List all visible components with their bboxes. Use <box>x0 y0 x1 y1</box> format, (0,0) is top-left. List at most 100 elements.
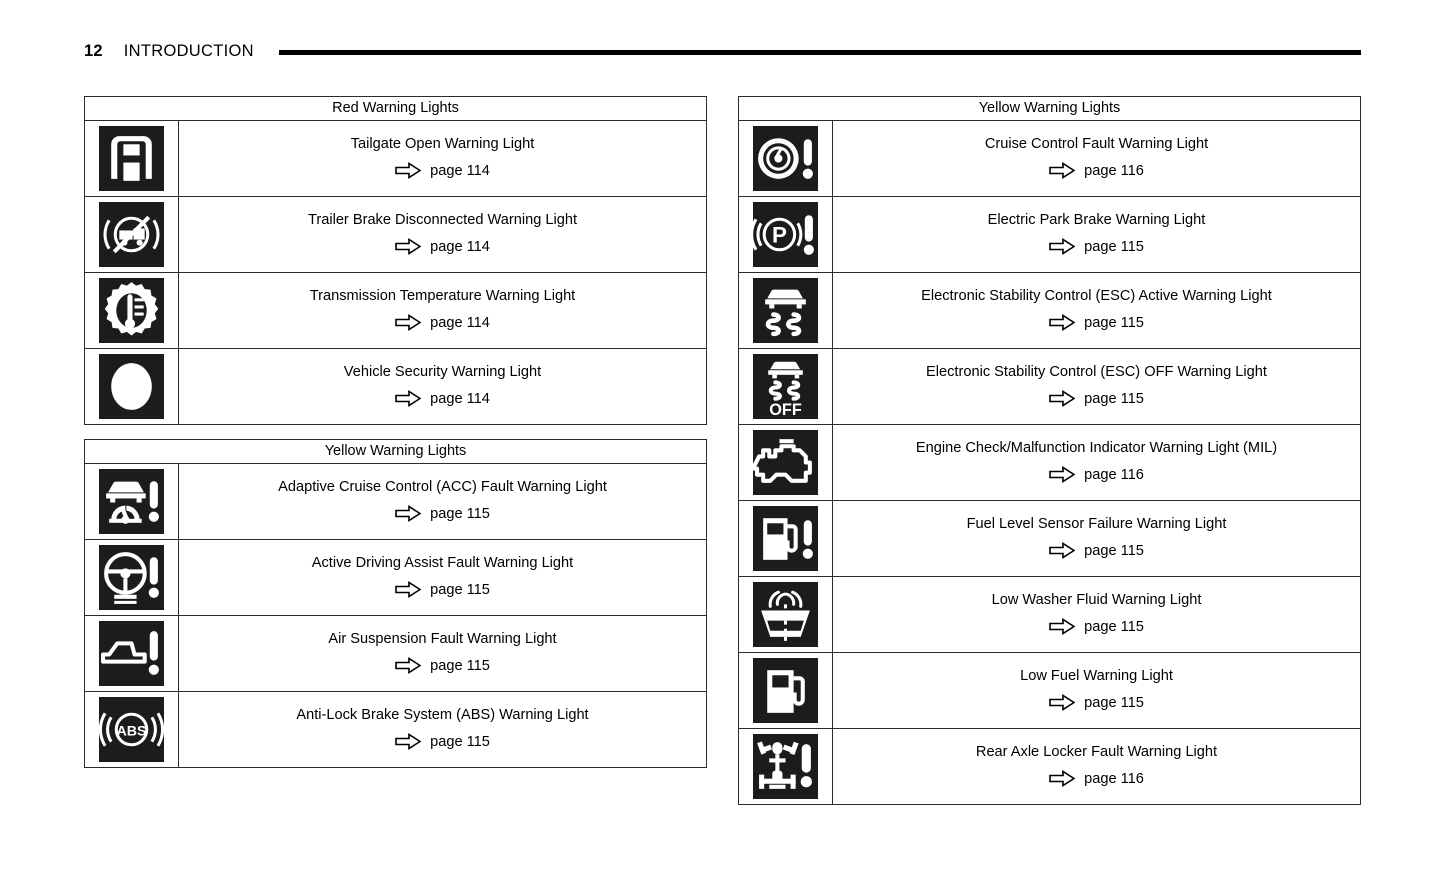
page-reference[interactable]: page 115 <box>841 618 1352 636</box>
right-arrow-outline-icon <box>395 238 422 256</box>
warning-light-description-cell: Vehicle Security Warning Light page 114 <box>179 349 707 425</box>
right-arrow-outline-icon <box>395 314 422 332</box>
warning-light-description-cell: Engine Check/Malfunction Indicator Warni… <box>833 425 1361 501</box>
warning-light-name: Cruise Control Fault Warning Light <box>984 135 1209 152</box>
page-reference-label: page 115 <box>1084 694 1144 711</box>
warning-light-name: Low Fuel Warning Light <box>1020 667 1173 684</box>
page-reference-label: page 115 <box>1084 390 1144 407</box>
warning-light-description-cell: Active Driving Assist Fault Warning Ligh… <box>179 540 707 616</box>
warning-light-name: Electronic Stability Control (ESC) Activ… <box>921 287 1272 304</box>
right-arrow-outline-icon <box>1049 314 1076 332</box>
warning-light-name: Trailer Brake Disconnected Warning Light <box>307 211 578 228</box>
page-reference-label: page 114 <box>430 390 490 407</box>
warning-light-name: Rear Axle Locker Fault Warning Light <box>975 743 1218 760</box>
page-reference-label: page 114 <box>430 314 490 331</box>
header-rule <box>278 50 1361 55</box>
page-reference[interactable]: page 115 <box>187 657 698 675</box>
svg-text:OFF: OFF <box>769 401 802 419</box>
page-reference[interactable]: page 115 <box>187 505 698 523</box>
right-arrow-outline-icon <box>1049 618 1076 636</box>
warning-light-icon-cell <box>739 424 833 501</box>
right-arrow-outline-icon <box>1049 542 1076 560</box>
svg-text:P: P <box>772 223 787 248</box>
page-reference[interactable]: page 115 <box>841 542 1352 560</box>
page-reference[interactable]: page 114 <box>187 238 698 256</box>
right-arrow-outline-icon <box>395 390 422 408</box>
electric-park-brake-icon: P <box>753 202 818 267</box>
warning-light-icon-cell <box>85 196 179 273</box>
table-caption: Yellow Warning Lights <box>739 97 1360 121</box>
tailgate-open-icon <box>99 126 164 191</box>
rear-axle-locker-fault-icon <box>753 734 818 799</box>
warning-light-icon-cell: P <box>739 196 833 273</box>
table-row: Vehicle Security Warning Light page 114 <box>85 348 707 425</box>
fuel-level-sensor-failure-icon <box>753 506 818 571</box>
warning-light-name: Engine Check/Malfunction Indicator Warni… <box>915 439 1278 456</box>
warning-light-description-cell: Air Suspension Fault Warning Light page 1… <box>179 616 707 692</box>
page-reference[interactable]: page 114 <box>187 314 698 332</box>
warning-light-icon-cell <box>85 348 179 424</box>
warning-light-name: Fuel Level Sensor Failure Warning Light <box>966 515 1227 532</box>
warning-light-description-cell: Electronic Stability Control (ESC) Activ… <box>833 273 1361 349</box>
table-row: Adaptive Cruise Control (ACC) Fault Warn… <box>85 464 706 540</box>
warning-light-icon-cell <box>739 728 833 804</box>
anti-lock-brake-system-icon: ABS <box>99 697 164 762</box>
warning-light-name: Anti-Lock Brake System (ABS) Warning Lig… <box>296 706 589 723</box>
page-reference[interactable]: page 115 <box>841 694 1352 712</box>
warning-light-icon-cell <box>739 121 833 197</box>
page-reference[interactable]: page 115 <box>841 238 1352 256</box>
esc-active-icon <box>753 278 818 343</box>
active-driving-assist-fault-icon <box>99 545 164 610</box>
right-arrow-outline-icon <box>395 581 422 599</box>
right-arrow-outline-icon <box>1049 238 1076 256</box>
page-reference-label: page 116 <box>1084 770 1144 787</box>
page-reference[interactable]: page 114 <box>187 162 698 180</box>
table-row: ABS Anti-Lock Brake System (ABS) Warning … <box>85 691 706 767</box>
warning-light-description-cell: Adaptive Cruise Control (ACC) Fault Warn… <box>179 464 707 540</box>
right-arrow-outline-icon <box>395 733 422 751</box>
warning-light-name: Low Washer Fluid Warning Light <box>991 591 1202 608</box>
table-row: Low Fuel Warning Light page 115 <box>739 652 1360 729</box>
warning-light-name: Vehicle Security Warning Light <box>343 363 542 380</box>
page-reference-label: page 115 <box>430 581 490 598</box>
warning-light-description-cell: Low Washer Fluid Warning Light page 115 <box>833 577 1361 653</box>
page-reference[interactable]: page 114 <box>187 390 698 408</box>
right-arrow-outline-icon <box>1049 770 1076 788</box>
page-reference[interactable]: page 116 <box>841 466 1352 484</box>
table-row: Engine Check/Malfunction Indicator Warni… <box>739 424 1361 501</box>
page-reference-label: page 115 <box>1084 542 1144 559</box>
trailer-brake-disconnected-icon <box>99 202 164 267</box>
page-reference-label: page 115 <box>430 505 490 522</box>
right-arrow-outline-icon <box>1049 466 1076 484</box>
low-fuel-icon <box>753 658 818 723</box>
page-reference[interactable]: page 115 <box>841 314 1352 332</box>
warning-light-icon-cell <box>85 464 179 540</box>
warning-light-name: Electronic Stability Control (ESC) OFF W… <box>926 363 1267 380</box>
page-reference[interactable]: page 116 <box>841 770 1352 788</box>
warning-light-name: Active Driving Assist Fault Warning Ligh… <box>311 554 574 571</box>
transmission-temperature-icon <box>99 278 164 343</box>
page-reference-label: page 115 <box>1084 238 1144 255</box>
warning-light-name: Air Suspension Fault Warning Light <box>328 630 557 647</box>
page-number: 12 <box>84 41 103 60</box>
table-row: Electronic Stability Control (ESC) Activ… <box>739 272 1361 349</box>
right-arrow-outline-icon <box>395 505 422 523</box>
vehicle-security-icon <box>99 354 164 419</box>
warning-light-icon-cell <box>85 121 179 197</box>
right-arrow-outline-icon <box>1049 694 1076 712</box>
engine-check-mil-icon <box>753 430 818 495</box>
page-reference[interactable]: page 115 <box>187 733 698 751</box>
warning-light-icon-cell <box>739 500 833 577</box>
warning-light-icon-cell <box>85 539 179 616</box>
right-arrow-outline-icon <box>395 162 422 180</box>
page-reference[interactable]: page 116 <box>841 162 1352 180</box>
page-reference[interactable]: page 115 <box>841 390 1352 408</box>
page-reference[interactable]: page 115 <box>187 581 698 599</box>
